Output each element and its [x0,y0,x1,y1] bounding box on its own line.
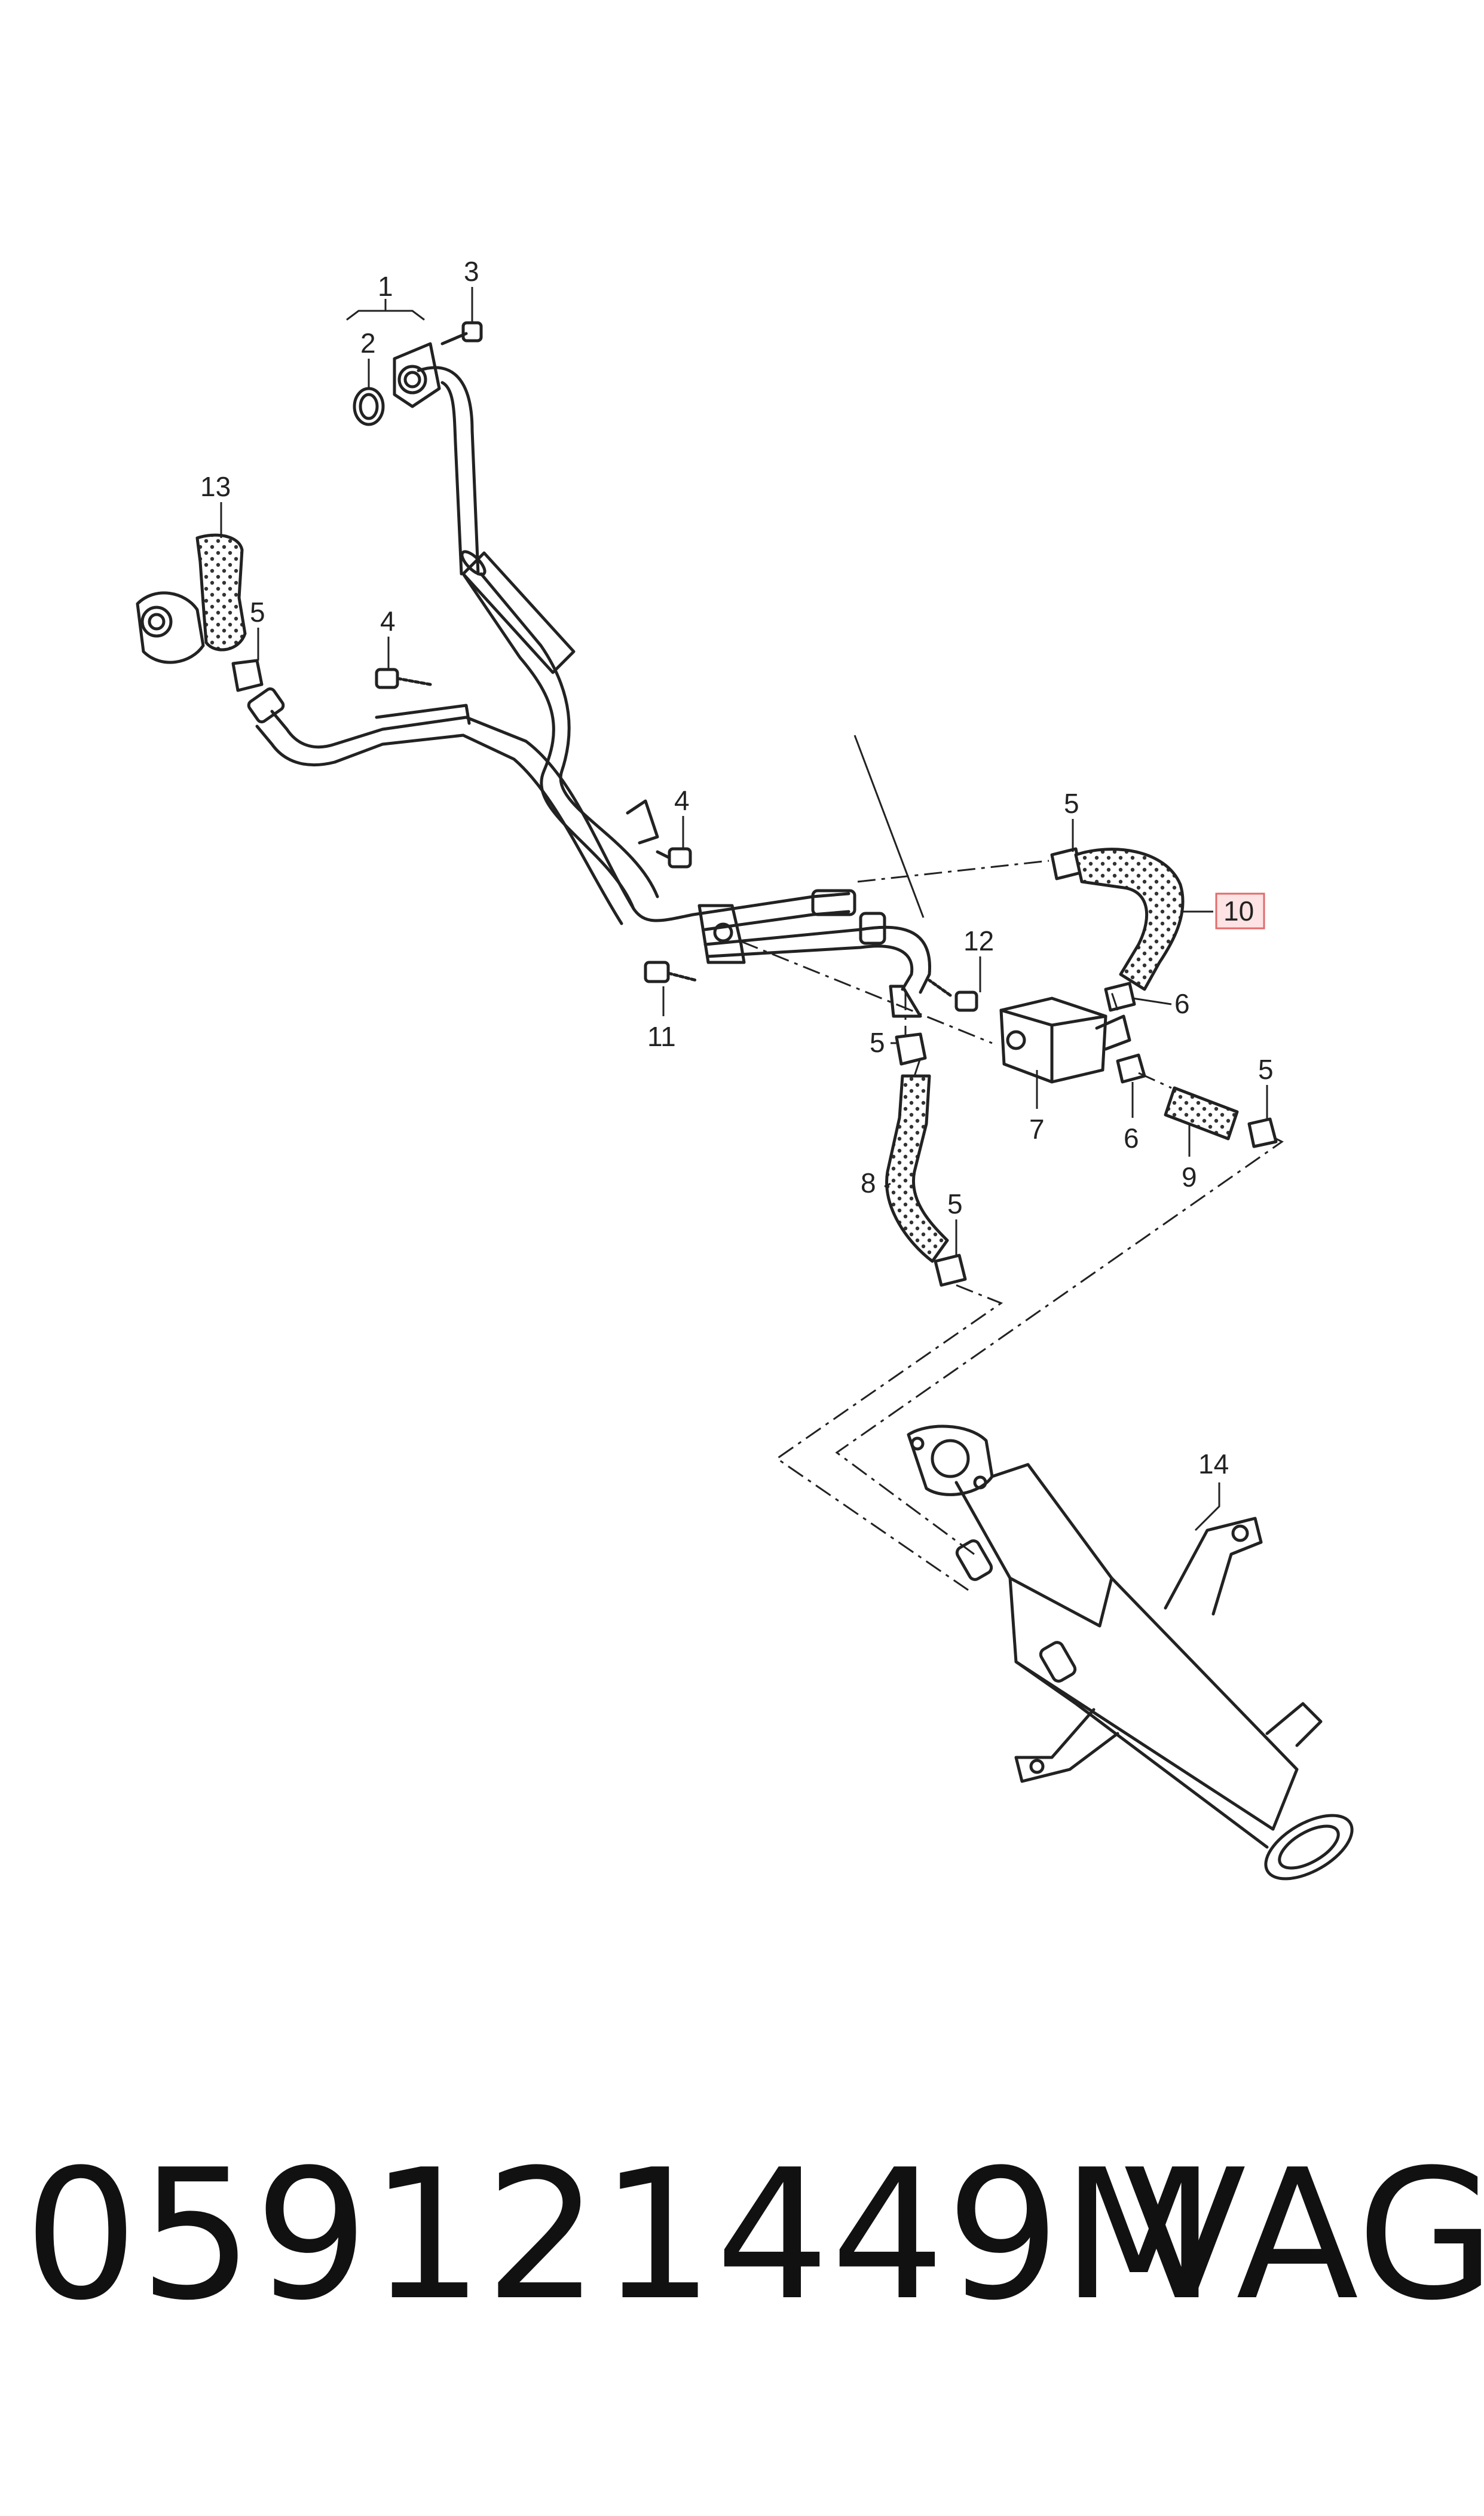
leader-lines [220,287,1268,1531]
bolt-11 [644,961,698,983]
clamp-6b [1116,1053,1146,1084]
bolt-4a [375,668,432,689]
o-ring [353,387,385,426]
callout-13: 13 [200,471,231,502]
callout-14: 14 [1198,1448,1229,1479]
callout-6a: 6 [1174,988,1190,1019]
callout-5e: 5 [947,1188,963,1219]
hose-connector [136,591,205,664]
clip-5e [934,1254,967,1287]
coolant-pipe-left [247,687,635,925]
clip-5c [895,1032,927,1066]
clamp-6a [1104,982,1136,1012]
bolt-4b [656,847,692,869]
pipe-flange [393,342,441,408]
coolant-pipe-main [417,366,695,922]
callout-4b: 4 [674,785,690,816]
callout-2: 2 [360,328,376,359]
pipe-bracket [626,799,746,964]
callout-8: 8 [861,1167,876,1199]
hose-8 [885,1074,949,1263]
callout-4a: 4 [380,606,396,637]
coolant-pipe-branch [691,889,932,1018]
hose-9 [1164,1086,1239,1141]
callout-11: 11 [647,1021,676,1052]
bolt-3 [440,321,483,346]
callout-5c: 5 [870,1027,885,1058]
callout-7: 7 [1029,1114,1045,1145]
bolt-12 [928,979,978,1012]
callout-9: 9 [1182,1161,1197,1193]
callout-5a: 5 [250,597,265,628]
callout-5d: 5 [1258,1054,1274,1085]
callout-labels: 1 2 3 13 5 4 4 5 10 12 6 5 11 7 6 9 5 8 … [200,256,1274,1479]
hose-13 [195,533,247,652]
highlight-box-10 [1215,892,1265,930]
callout-3: 3 [464,256,479,287]
part-number-caption: 059121449M [24,2131,1217,2340]
callout-10: 10 [1223,895,1254,927]
hose-10 [1074,848,1185,991]
brand-caption: VAG [1124,2131,1484,2340]
callout-12: 12 [963,925,994,956]
callout-6b: 6 [1124,1123,1139,1154]
egr-cooler [907,1424,1354,1881]
callout-1: 1 [378,271,393,302]
assembly-lines [741,735,1284,1591]
callout-5b: 5 [1064,788,1079,819]
clip-5d [1247,1117,1278,1148]
clip-5a [231,659,264,692]
control-valve [999,996,1131,1084]
